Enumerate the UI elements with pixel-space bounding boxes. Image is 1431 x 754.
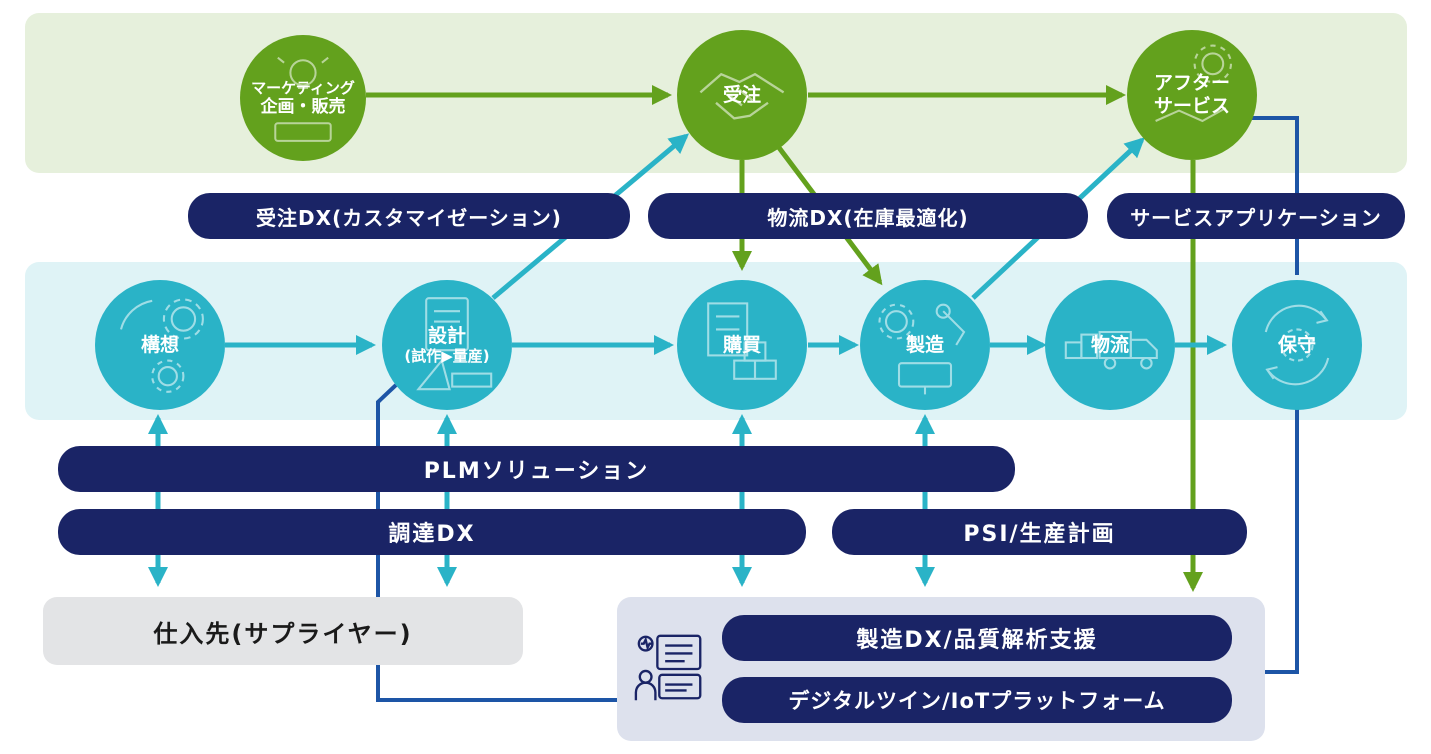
node-purchase-label: 購買 xyxy=(722,333,761,356)
gear-icon xyxy=(1155,44,1233,123)
node-purchase: 購買 xyxy=(677,280,807,410)
lightbulb-icon xyxy=(274,56,332,142)
pill-logistics-dx: 物流DX(在庫最適化) xyxy=(648,193,1088,239)
pill-service-app: サービスアプリケーション xyxy=(1107,193,1405,239)
node-order: 受注 xyxy=(677,30,807,160)
handshake-icon xyxy=(699,72,785,120)
truck-icon xyxy=(1064,330,1158,370)
node-aftersales: アフター サービス xyxy=(1127,30,1257,160)
pill-psi: PSI/生産計画 xyxy=(832,509,1247,555)
wire-maintenance-platform xyxy=(1265,405,1299,674)
pill-order-dx: 受注DX(カスタマイゼーション) xyxy=(188,193,630,239)
node-logistics-label: 物流 xyxy=(1090,333,1129,356)
pill-procurement-dx: 調達DX xyxy=(58,509,806,555)
node-concept-label: 構想 xyxy=(140,333,179,356)
supplier-box: 仕入先(サプライヤー) xyxy=(43,597,523,665)
node-manufacture: 製造 xyxy=(860,280,990,410)
checklist-icon xyxy=(707,302,777,380)
pill-manufacturing-dx: 製造DX/品質解析支援 xyxy=(722,615,1232,661)
node-maintenance-label: 保守 xyxy=(1277,333,1316,356)
node-aftersales-line1: アフター xyxy=(1153,72,1230,95)
node-marketing-line2: 企画・販売 xyxy=(260,96,346,117)
cycle-icon xyxy=(1264,304,1330,386)
node-maintenance: 保守 xyxy=(1232,280,1362,410)
node-design: 設計 (試作▶量産) xyxy=(382,280,512,410)
node-concept: 構想 xyxy=(95,280,225,410)
node-aftersales-line2: サービス xyxy=(1153,95,1230,117)
node-manufacture-label: 製造 xyxy=(905,333,944,356)
robot-arm-icon xyxy=(878,303,966,395)
node-order-label: 受注 xyxy=(722,83,761,106)
node-design-label: 設計 xyxy=(427,324,466,347)
node-marketing: マーケティング 企画・販売 xyxy=(240,35,366,161)
node-design-sub: (試作▶量産) xyxy=(404,347,490,366)
pill-plm: PLMソリューション xyxy=(58,446,1015,492)
node-logistics: 物流 xyxy=(1045,280,1175,410)
document-icon xyxy=(416,297,493,391)
node-marketing-line1: マーケティング xyxy=(251,78,355,97)
monitor-icon xyxy=(634,634,702,701)
pill-digital-twin: デジタルツイン/IoTプラットフォーム xyxy=(722,677,1232,723)
gear-icon xyxy=(119,298,204,393)
